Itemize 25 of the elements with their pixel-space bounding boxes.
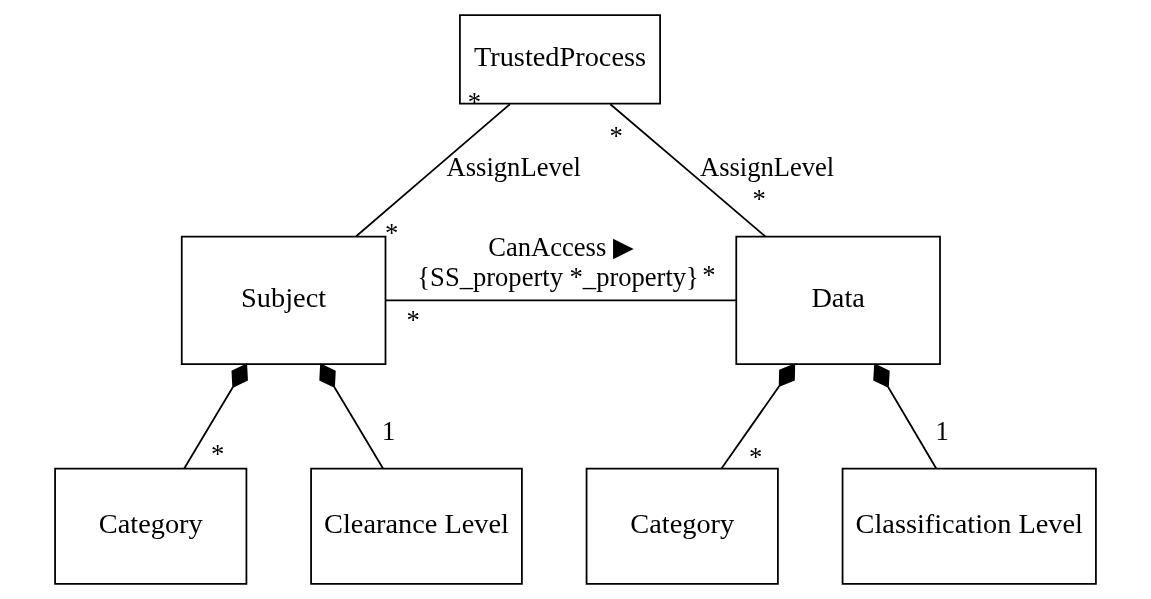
label: * <box>702 259 716 290</box>
edge-label: CanAccess ▶ <box>488 232 634 263</box>
label: * <box>406 305 420 336</box>
edge-label: AssignLevel <box>446 152 581 183</box>
node-box: Category <box>54 467 248 585</box>
connector <box>319 363 384 470</box>
node-box: Data <box>735 235 941 366</box>
label: 1 <box>935 415 949 446</box>
label: * <box>211 439 225 470</box>
connector <box>183 363 248 470</box>
label: 1 <box>382 415 396 446</box>
connector <box>355 103 511 238</box>
node-box: Subject <box>180 235 387 366</box>
label: {SS_property *_property} <box>417 262 699 293</box>
label: * <box>609 121 623 152</box>
node-box: Classification Level <box>841 467 1097 585</box>
connector <box>609 103 766 238</box>
connector <box>720 363 796 470</box>
node-box: Category <box>585 467 779 585</box>
label: * <box>752 183 766 214</box>
connector <box>385 299 737 302</box>
label: * <box>384 218 399 249</box>
node-box: Clearance Level <box>310 467 523 585</box>
connector <box>873 363 938 470</box>
edge-label: AssignLevel <box>699 152 835 183</box>
